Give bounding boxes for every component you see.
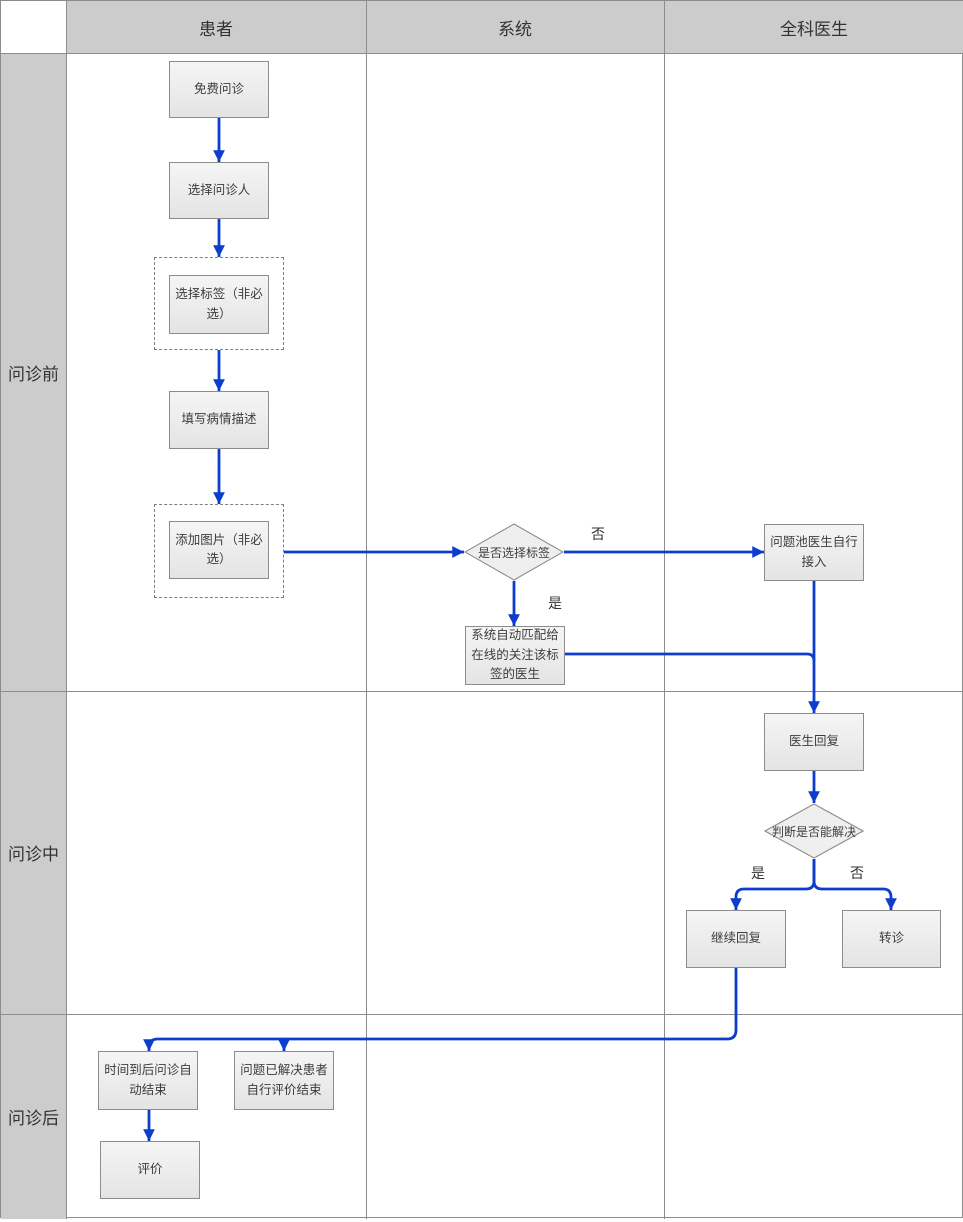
column-header-system: 系统 — [366, 1, 664, 53]
node-label: 填写病情描述 — [181, 412, 257, 427]
node-referral: 转诊 — [842, 910, 941, 968]
node-auto-match: 系统自动匹配给在线的关注该标签的医生 — [465, 626, 565, 685]
node-label: 是否选择标签 — [477, 545, 550, 560]
column-header-patient: 患者 — [66, 1, 366, 53]
grid-line — [1, 1014, 963, 1015]
decision-tag-selected: 是否选择标签 — [464, 523, 564, 581]
node-doctor-reply: 医生回复 — [764, 713, 864, 771]
group-select-tag-optional — [154, 257, 284, 350]
node-select-tag: 选择标签（非必选） — [169, 275, 269, 334]
header-corner-cell — [1, 1, 66, 53]
group-add-image-optional — [154, 504, 284, 598]
lane-label-in-consult: 问诊中 — [1, 691, 66, 1014]
lane-label: 问诊中 — [8, 845, 59, 864]
node-label: 选择标签（非必选） — [175, 287, 263, 321]
node-auto-end: 时间到后问诊自动结束 — [98, 1051, 198, 1110]
node-label: 继续回复 — [710, 931, 761, 946]
decision-can-solve: 判断是否能解决 — [764, 803, 864, 859]
diamond-shape — [464, 523, 564, 581]
node-label: 选择问诊人 — [187, 182, 251, 197]
connector-solve-yes-to-continue — [730, 859, 816, 911]
node-label: 系统自动匹配给在线的关注该标签的医生 — [471, 628, 559, 682]
node-label: 判断是否能解决 — [771, 824, 856, 839]
node-continue-reply: 继续回复 — [686, 910, 786, 968]
grid-line — [66, 1, 67, 1219]
node-label: 免费问诊 — [193, 81, 244, 96]
connector-continue-to-auto-end — [143, 968, 738, 1051]
column-header-label: 患者 — [199, 19, 233, 39]
lane-label-pre-consult: 问诊前 — [1, 53, 66, 691]
grid-line — [1, 691, 963, 692]
lane-label: 问诊后 — [8, 1109, 59, 1128]
connector-solve-no-to-referral — [812, 859, 897, 911]
grid-line — [1, 53, 963, 54]
edge-label-tag-yes: 是 — [548, 595, 562, 611]
edge-label-solve-no: 否 — [850, 865, 864, 881]
node-label: 时间到后问诊自动结束 — [104, 1063, 192, 1097]
column-header-label: 全科医生 — [780, 19, 848, 39]
node-add-image: 添加图片（非必选） — [169, 521, 269, 579]
node-free-consult: 免费问诊 — [169, 61, 269, 118]
node-pool-doctor: 问题池医生自行接入 — [764, 524, 864, 581]
node-label: 评价 — [137, 1162, 163, 1177]
node-label: 问题已解决患者自行评价结束 — [240, 1063, 328, 1097]
node-self-evaluate-end: 问题已解决患者自行评价结束 — [234, 1051, 334, 1110]
node-label: 问题池医生自行接入 — [770, 535, 858, 569]
edge-label-tag-no: 否 — [591, 526, 605, 542]
node-label: 转诊 — [878, 931, 904, 946]
edge-label-solve-yes: 是 — [751, 865, 765, 881]
lane-label-post-consult: 问诊后 — [1, 1014, 66, 1219]
grid-line — [664, 1, 665, 1219]
node-label: 添加图片（非必选） — [175, 532, 263, 566]
node-fill-description: 填写病情描述 — [169, 391, 269, 449]
connector-match-join — [565, 652, 816, 662]
diamond-shape — [764, 803, 864, 859]
column-header-gp: 全科医生 — [664, 1, 963, 53]
node-label: 医生回复 — [788, 734, 839, 749]
lane-label: 问诊前 — [8, 364, 59, 384]
column-header-label: 系统 — [498, 19, 532, 39]
node-select-person: 选择问诊人 — [169, 162, 269, 219]
grid-line — [366, 1, 367, 1219]
node-evaluate: 评价 — [100, 1141, 200, 1199]
